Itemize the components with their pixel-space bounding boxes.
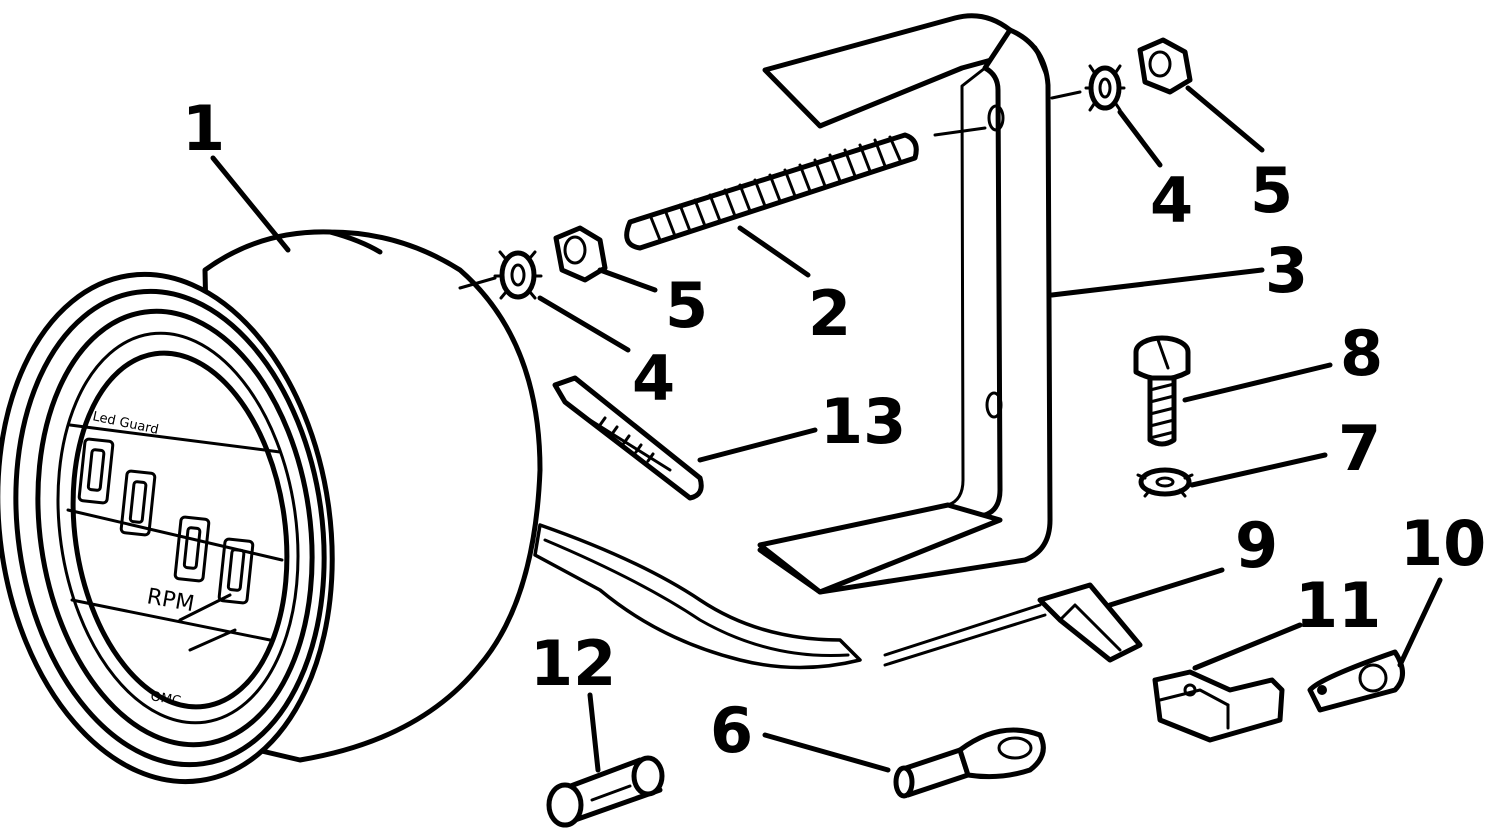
leader-lines (210, 85, 1443, 773)
tachometer-gauge: Led Guard RPM OMC (0, 229, 862, 785)
label-part-9: 9 (1235, 509, 1278, 582)
label-part-11: 11 (1295, 569, 1381, 642)
label-part-4-upper: 4 (1150, 164, 1193, 237)
pin-13 (552, 375, 704, 501)
part-labels: 1 2 3 4 4 5 5 6 7 8 9 10 11 12 13 (182, 92, 1486, 767)
label-part-7: 7 (1338, 412, 1381, 485)
lock-washer-7 (1136, 467, 1194, 498)
digit-display (77, 437, 255, 605)
gauge-brand-label: OMC (149, 689, 182, 709)
label-part-5-lower: 5 (665, 269, 708, 342)
rod-threads (648, 135, 902, 242)
hex-nut-upper (1137, 37, 1193, 95)
star-washer-lower (493, 250, 543, 300)
label-part-2: 2 (808, 277, 851, 350)
label-part-13: 13 (820, 385, 906, 458)
label-part-3: 3 (1265, 234, 1308, 307)
u-bracket (757, 13, 1053, 595)
label-part-4-lower: 4 (632, 342, 675, 415)
label-part-8: 8 (1340, 317, 1383, 390)
terminal-11 (1152, 669, 1285, 743)
label-part-10: 10 (1400, 507, 1486, 580)
screw-8 (1133, 335, 1191, 447)
ring-terminal-6 (893, 727, 1046, 799)
label-part-1: 1 (182, 92, 225, 165)
connector-9 (883, 582, 1143, 667)
label-part-6: 6 (710, 694, 753, 767)
threaded-rod (624, 132, 919, 251)
label-part-12: 12 (530, 627, 616, 700)
label-part-5-upper: 5 (1250, 154, 1293, 227)
terminal-10 (1307, 649, 1405, 713)
fuse-12 (546, 755, 665, 828)
hex-nut-lower (553, 225, 608, 283)
star-washer-upper (1084, 64, 1126, 112)
